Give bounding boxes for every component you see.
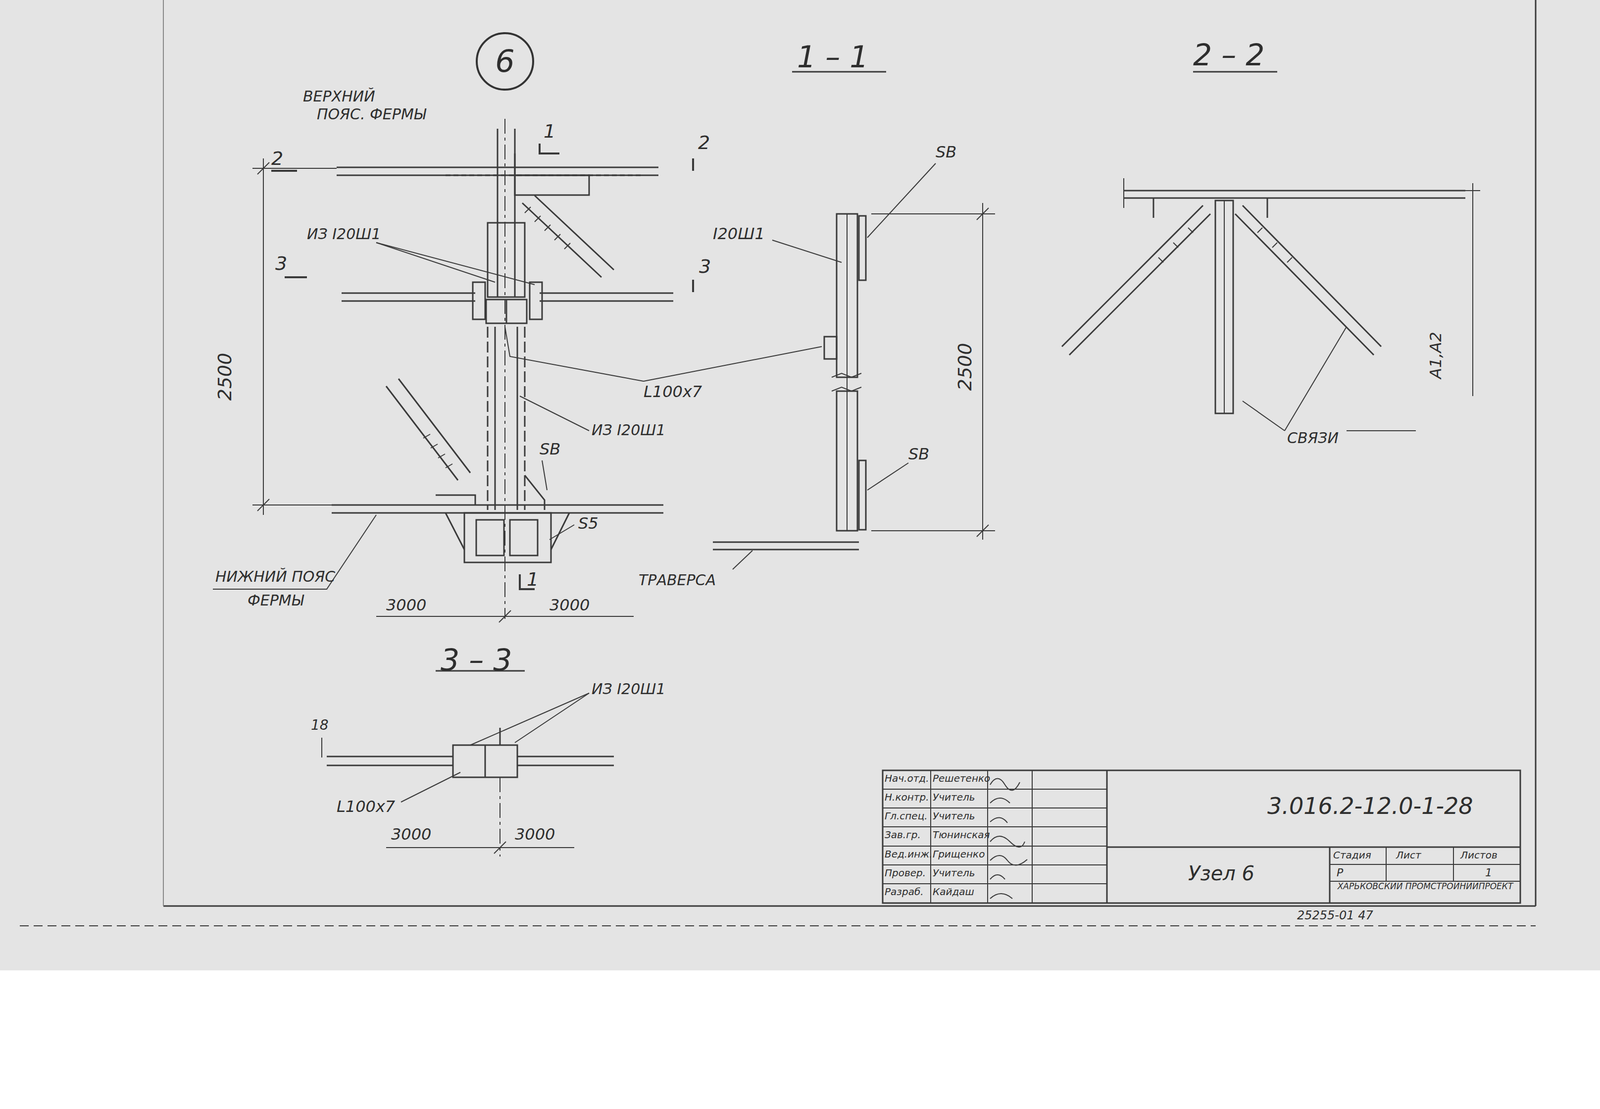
title-block-cell: Решетенко: [932, 772, 991, 784]
section-mark: 1: [543, 121, 556, 143]
title-block-cell: Учитель: [932, 810, 976, 822]
dimension: 2500: [214, 352, 236, 401]
part-name: НИЖНИЙ ПОЯС: [215, 568, 336, 585]
title-block-cell: Кайдаш: [932, 886, 975, 898]
title-block-cell: Провер.: [884, 867, 926, 879]
part-name: SB: [935, 143, 957, 161]
part-name: ВЕРХНИЙ: [302, 88, 376, 105]
title-block-cell: Гл.спец.: [884, 810, 928, 822]
section-mark: 3: [699, 256, 711, 278]
part-name: ПОЯС. ФЕРМЫ: [316, 105, 426, 123]
dimension: 2500: [954, 343, 976, 392]
title-block-cell: Стадия: [1333, 849, 1372, 861]
part-name: ИЗ I20Ш1: [591, 680, 666, 698]
title-block-cell: Вед.инж.: [884, 848, 933, 860]
part-name: S5: [578, 514, 599, 533]
section-title: 1 – 1: [797, 40, 869, 74]
part-name: ИЗ I20Ш1: [306, 225, 381, 243]
dimension: 3000: [549, 596, 590, 614]
dimension: 3000: [391, 825, 432, 844]
title-block-cell: Н.контр.: [884, 791, 930, 803]
part-name: L100x7: [643, 383, 702, 401]
title-block-cell: Учитель: [932, 791, 976, 803]
part-name: СВЯЗИ: [1287, 429, 1339, 447]
title-block-cell: 1: [1485, 866, 1493, 879]
title-block-cell: Лист: [1396, 849, 1422, 861]
section-title: 3 – 3: [440, 643, 513, 677]
part-name: ИЗ I20Ш1: [591, 421, 666, 439]
callout-number: 6: [495, 46, 515, 77]
part-name: SB: [908, 445, 930, 463]
section-mark: 2: [271, 148, 284, 170]
part-name: ТРАВЕРСА: [638, 571, 716, 589]
part-name: А1,А2: [1426, 331, 1445, 379]
title-block-cell: Тюнинская: [932, 829, 991, 841]
drawing-code: 3.016.2-12.0-1-28: [1267, 793, 1474, 819]
title-block-cell: Нач.отд.: [884, 772, 930, 784]
title-block-cell: Зав.гр.: [884, 829, 921, 841]
part-name: I20Ш1: [712, 225, 765, 243]
paper-ground: [0, 0, 1600, 971]
title-block-cell: Грищенко: [932, 848, 985, 860]
section-mark: 3: [275, 253, 288, 275]
organization-name: ХАРЬКОВСКИЙ ПРОМСТРОЙНИИПРОЕКТ: [1331, 882, 1519, 891]
title-block-cell: Листов: [1460, 849, 1498, 861]
dimension: 3000: [386, 596, 427, 614]
archive-number: 25255-01 47: [1297, 908, 1374, 922]
part-name: SB: [539, 440, 561, 458]
section-mark: 2: [698, 132, 710, 154]
part-name: L100x7: [336, 798, 396, 816]
title-block-cell: Р: [1336, 866, 1344, 879]
dimension: 18: [310, 717, 329, 734]
title-block-cell: Учитель: [932, 867, 976, 879]
section-title: 2 – 2: [1193, 38, 1265, 72]
dimension: 3000: [514, 825, 555, 844]
drawing-title: Узел 6: [1188, 862, 1255, 885]
callout-circle: 6: [475, 32, 535, 91]
title-block-cell: Разраб.: [884, 886, 924, 898]
part-name: ФЕРМЫ: [247, 592, 304, 609]
section-mark: 1: [526, 569, 539, 591]
